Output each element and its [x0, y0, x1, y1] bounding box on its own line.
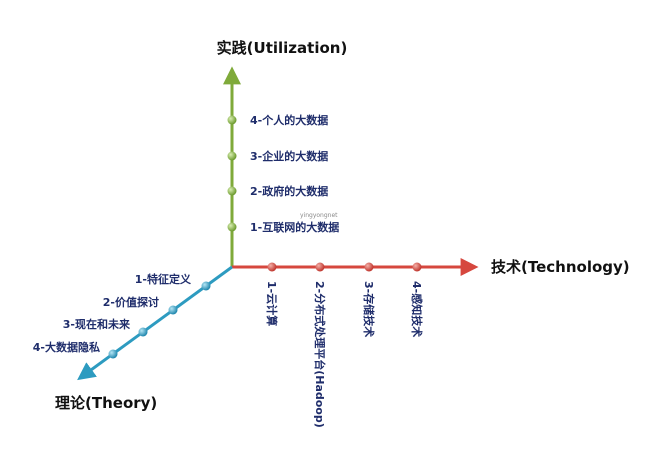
technology-node-2 — [315, 262, 325, 272]
theory-label-4: 4-大数据隐私 — [33, 340, 100, 354]
technology-node-4 — [412, 262, 422, 272]
technology-axis-title: 技术(Technology) — [491, 258, 630, 276]
utilization-label-1: 1-互联网的大数据 — [250, 220, 339, 234]
theory-node-2 — [168, 305, 178, 315]
utilization-axis-title: 实践(Utilization) — [217, 39, 348, 57]
technology-label-1: 1-云计算 — [265, 281, 279, 326]
watermark: yingyongnet — [300, 212, 338, 219]
theory-label-1: 1-特征定义 — [135, 272, 192, 286]
utilization-label-2: 2-政府的大数据 — [250, 184, 328, 198]
theory-label-2: 2-价值探讨 — [103, 295, 159, 309]
theory-axis-title: 理论(Theory) — [55, 394, 157, 412]
utilization-node-2 — [227, 186, 237, 196]
utilization-label-3: 3-企业的大数据 — [250, 149, 328, 163]
utilization-label-4: 4-个人的大数据 — [250, 113, 328, 127]
utilization-node-4 — [227, 115, 237, 125]
theory-node-4 — [108, 349, 118, 359]
theory-label-3: 3-现在和未来 — [63, 317, 131, 331]
technology-node-3 — [364, 262, 374, 272]
utilization-node-1 — [227, 222, 237, 232]
technology-label-2: 2-分布式处理平台(Hadoop) — [313, 281, 327, 428]
theory-node-1 — [201, 281, 211, 291]
technology-label-4: 4-感知技术 — [410, 281, 424, 337]
theory-node-3 — [138, 327, 148, 337]
utilization-node-3 — [227, 151, 237, 161]
technology-node-1 — [267, 262, 277, 272]
technology-label-3: 3-存储技术 — [362, 281, 376, 337]
